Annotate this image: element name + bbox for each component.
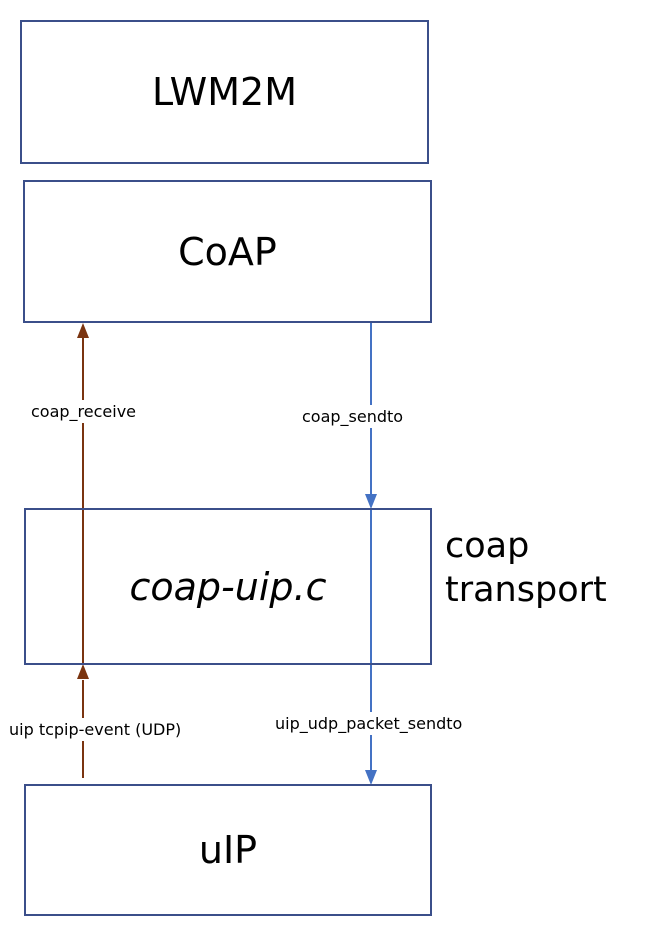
coap-label: CoAP	[178, 229, 277, 274]
coap-to-coap-uip-arrowhead	[365, 494, 377, 509]
coap-uip-box: coap-uip.c	[24, 508, 432, 665]
coap-box: CoAP	[23, 180, 432, 323]
uip-udp-packet-sendto-label: uip_udp_packet_sendto	[273, 712, 465, 735]
lwm2m-box: LWM2M	[20, 20, 429, 164]
uip-label: uIP	[198, 828, 258, 872]
uip-tcpip-event-label: uip tcpip-event (UDP)	[7, 718, 184, 741]
coap-transport-line1: coap	[445, 526, 530, 566]
uip-to-coap-uip-arrowhead	[77, 664, 89, 679]
uip-box: uIP	[24, 784, 432, 916]
coap-receive-label: coap_receive	[29, 400, 139, 423]
coap-uip-label: coap-uip.c	[125, 564, 331, 609]
coap-transport-label: coap transport	[445, 524, 607, 612]
coap-uip-to-coap-arrowhead	[77, 323, 89, 338]
coap-uip-to-uip-arrowhead	[365, 770, 377, 785]
coap-sendto-label: coap_sendto	[300, 405, 406, 428]
lwm2m-label: LWM2M	[151, 70, 297, 114]
coap-transport-line2: transport	[445, 570, 607, 610]
